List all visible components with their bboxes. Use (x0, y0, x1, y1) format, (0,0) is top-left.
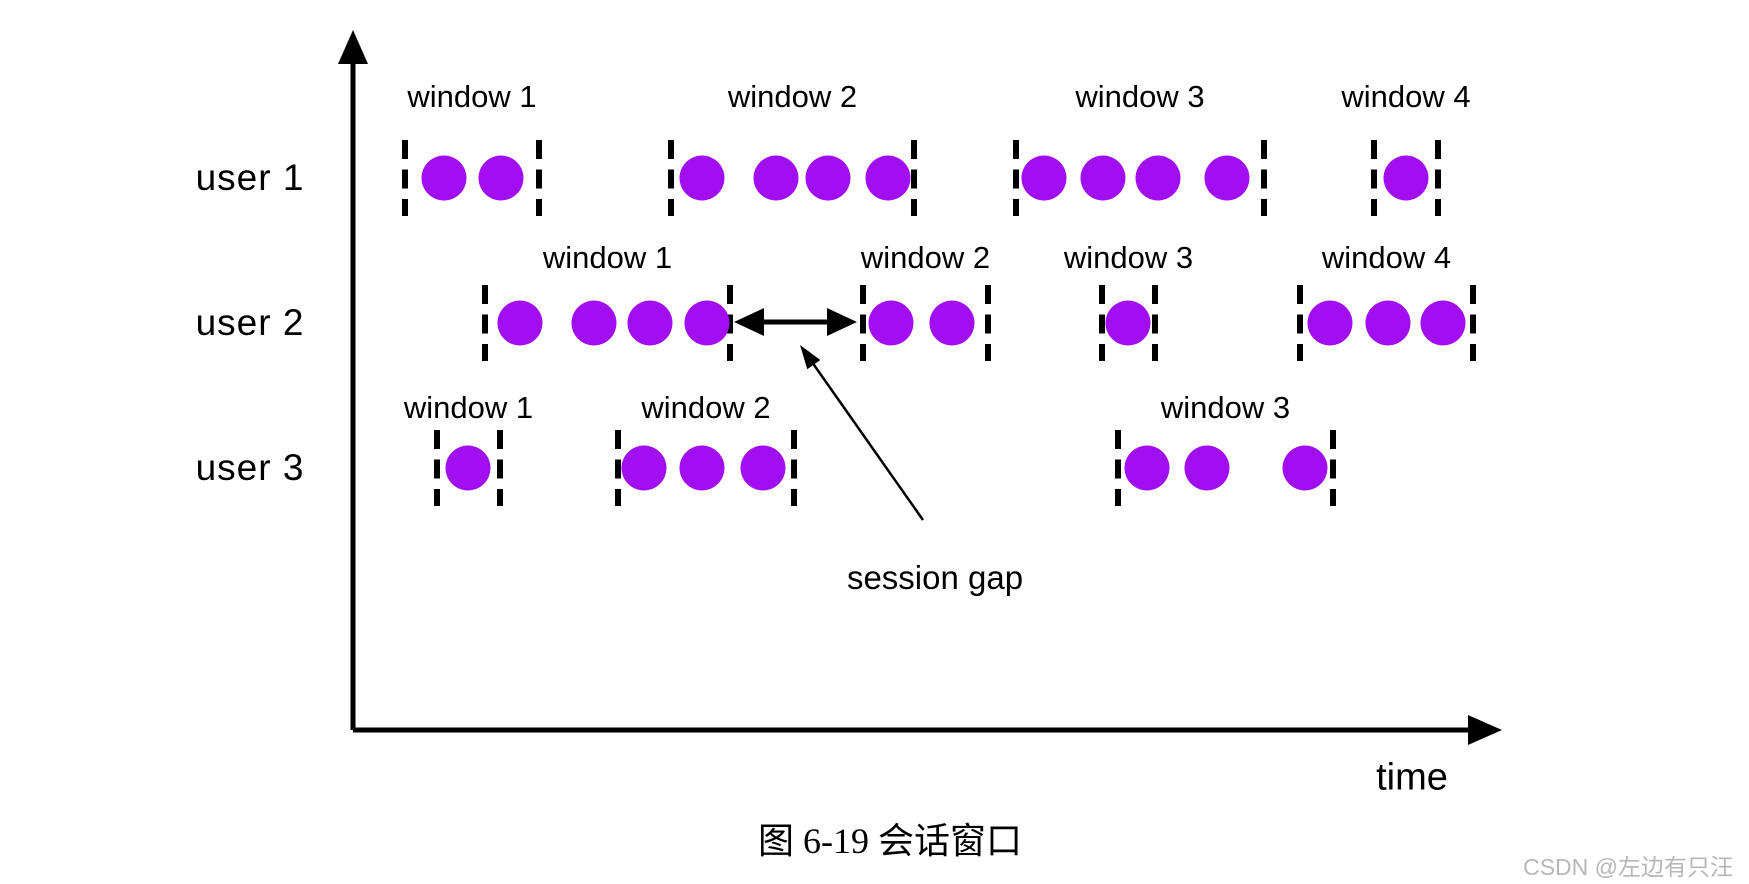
event-dot (1282, 445, 1328, 491)
window-label: window 3 (1063, 240, 1194, 275)
window-label: window 1 (403, 390, 534, 425)
event-dot (865, 155, 911, 201)
event-dot (1184, 445, 1230, 491)
window-label: window 3 (1075, 79, 1205, 114)
event-dot (929, 300, 975, 346)
window-boundary-right (1261, 140, 1267, 216)
window-boundary-right (497, 430, 503, 506)
window-label: window 4 (1341, 79, 1471, 114)
window-boundary-right (791, 430, 797, 506)
event-dot (1135, 155, 1181, 201)
event-dot (1204, 155, 1250, 201)
event-dot (1383, 155, 1429, 201)
pointer-arrowhead (800, 345, 821, 370)
event-dot (679, 155, 725, 201)
user-label: user 3 (195, 447, 305, 488)
window-label: window 2 (860, 240, 991, 275)
window-boundary-right (727, 285, 733, 361)
event-dot (753, 155, 799, 201)
window-boundary-left (1115, 430, 1121, 506)
window-label: window 4 (1321, 240, 1452, 275)
user-label: user 2 (195, 302, 305, 343)
y-axis-arrowhead (338, 30, 368, 64)
window-boundary-left (1013, 140, 1019, 216)
event-dot (1307, 300, 1353, 346)
user-label: user 1 (195, 157, 305, 198)
gap-arrowhead-right (827, 308, 857, 336)
window-boundary-left (1371, 140, 1377, 216)
window-label: window 1 (542, 240, 673, 275)
figure-caption: 图 6-19 会话窗口 (758, 821, 1022, 861)
window-boundary-right (911, 140, 917, 216)
window-boundary-left (1099, 285, 1105, 361)
event-dot (805, 155, 851, 201)
event-dot (1420, 300, 1466, 346)
window-boundary-left (1297, 285, 1303, 361)
pointer-line (807, 355, 925, 521)
event-dot (497, 300, 543, 346)
window-boundary-right (1330, 430, 1336, 506)
window-boundary-left (434, 430, 440, 506)
event-dot (1124, 445, 1170, 491)
session-gap-label: session gap (846, 559, 1024, 596)
event-dot (868, 300, 914, 346)
window-label: window 3 (1160, 390, 1291, 425)
window-boundary-left (402, 140, 408, 216)
x-axis-arrowhead (1468, 715, 1502, 745)
event-dot (740, 445, 786, 491)
event-dot (679, 445, 725, 491)
event-dot (1365, 300, 1411, 346)
window-boundary-right (1470, 285, 1476, 361)
event-dot (684, 300, 730, 346)
time-axis-label: time (1376, 756, 1448, 799)
window-label: window 2 (727, 79, 858, 114)
gap-arrowhead-left (734, 308, 764, 336)
event-dot (621, 445, 667, 491)
window-boundary-right (1435, 140, 1441, 216)
csdn-watermark: CSDN @左边有只汪 (1523, 854, 1733, 880)
event-dot (1080, 155, 1126, 201)
event-dot (478, 155, 524, 201)
event-dot (1021, 155, 1067, 201)
window-boundary-left (668, 140, 674, 216)
window-boundary-right (985, 285, 991, 361)
event-dot (627, 300, 673, 346)
event-dot (571, 300, 617, 346)
window-boundary-right (1152, 285, 1158, 361)
window-boundary-left (615, 430, 621, 506)
event-dot (445, 445, 491, 491)
window-boundary-left (860, 285, 866, 361)
window-boundary-left (482, 285, 488, 361)
window-boundary-right (536, 140, 542, 216)
event-dot (421, 155, 467, 201)
window-label: window 1 (407, 79, 537, 114)
event-dot (1105, 300, 1151, 346)
window-label: window 2 (641, 390, 771, 425)
